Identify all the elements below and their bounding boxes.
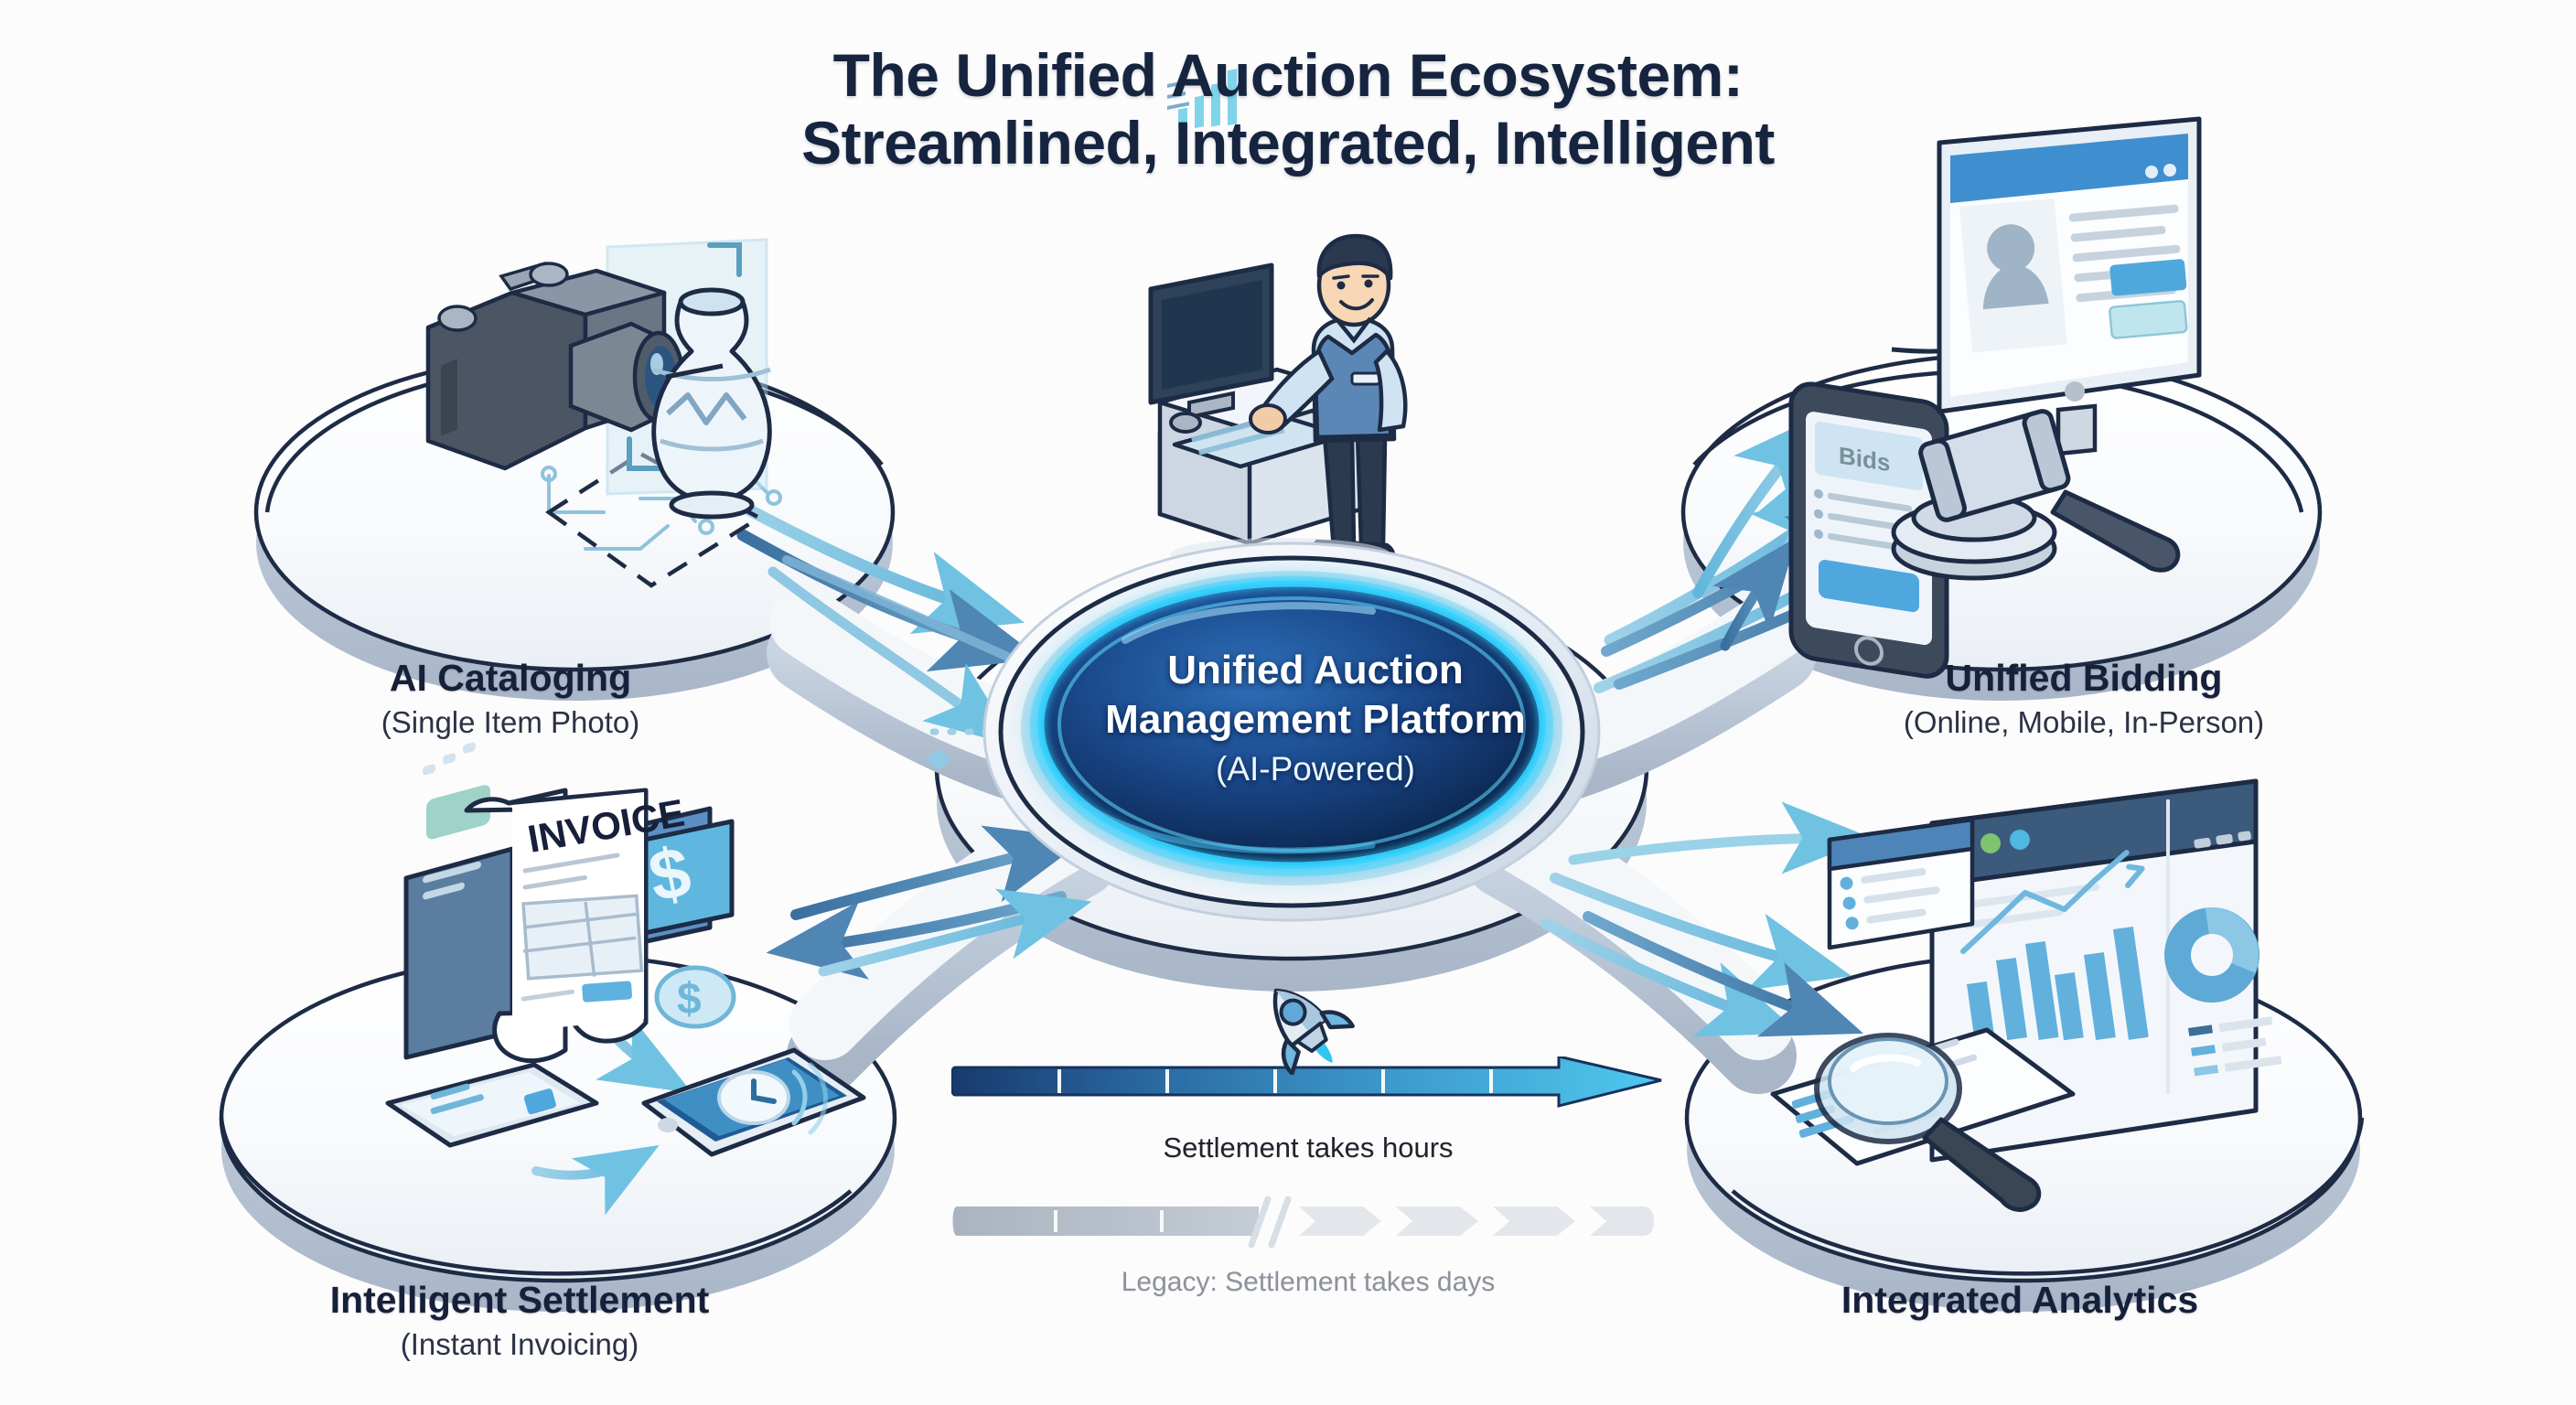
credit-card-icon — [385, 1062, 599, 1148]
scene-operator — [1148, 69, 1408, 571]
invoice-document-icon: INVOICE — [464, 788, 688, 1064]
legacy-settlement-caption: Legacy: Settlement takes days — [1121, 1267, 1496, 1297]
desk-monitor-icon — [1148, 69, 1274, 420]
smartphone-icon: Bids — [1788, 381, 1949, 679]
desktop-monitor-icon — [1937, 116, 2202, 456]
magnifier-icon — [1814, 1033, 2042, 1212]
rocket-icon — [1248, 974, 1358, 1076]
dslr-camera-icon — [425, 261, 685, 471]
scene-settlement: $ INVOICE — [385, 742, 866, 1157]
svg-text:$: $ — [677, 975, 702, 1024]
gavel-icon — [1891, 409, 2181, 581]
scene-cataloging — [425, 238, 782, 588]
hub-dot-connector — [926, 728, 992, 770]
mini-list-window-icon — [1827, 817, 1975, 950]
clock-phone-icon — [641, 1047, 866, 1157]
legacy-settlement-bar — [952, 1196, 1654, 1249]
line-chart-icon — [1960, 850, 2145, 954]
hub-unified-platform — [982, 542, 1601, 922]
modern-settlement-caption: Settlement takes hours — [1163, 1132, 1454, 1164]
modern-settlement-bar — [950, 1055, 1662, 1108]
donut-chart-icon — [2164, 907, 2259, 1003]
scene-analytics — [1770, 778, 2282, 1212]
settlement-comparison: Settlement takes hours — [950, 988, 1665, 1298]
coin-icon: $ — [654, 965, 736, 1029]
scene-bidding: Bids — [1788, 116, 2202, 679]
ceramic-vase-icon — [651, 287, 772, 520]
bar-chart-icon — [1967, 926, 2149, 1041]
